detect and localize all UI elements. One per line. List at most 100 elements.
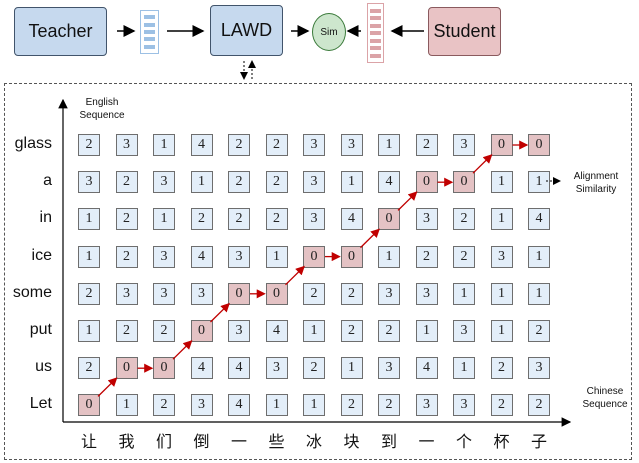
matrix-cell: 1 — [78, 208, 100, 231]
vector-slot — [143, 22, 156, 27]
matrix-cell: 2 — [415, 134, 438, 156]
teacher-vector-icon — [140, 10, 159, 54]
matrix-cell: 2 — [528, 394, 550, 417]
matrix-cell: 3 — [190, 394, 213, 417]
alignment-path-arrow — [210, 302, 230, 323]
matrix-cell: 2 — [265, 208, 288, 231]
matrix-cell: 4 — [190, 245, 213, 268]
matrix-cell: 3 — [303, 134, 325, 156]
matrix-cell: 1 — [453, 282, 475, 305]
matrix-cell: 3 — [228, 245, 250, 268]
chinese-token-label: 倒 — [193, 432, 210, 451]
alignment-path-arrow — [97, 377, 118, 397]
matrix-cell: 2 — [115, 320, 138, 342]
matrix-cell: 3 — [190, 282, 213, 305]
aligned-cell: 0 — [228, 282, 250, 305]
matrix-cell: 2 — [453, 208, 475, 231]
matrix-cell: 3 — [528, 357, 550, 380]
matrix-cell: 1 — [378, 245, 400, 268]
matrix-cell: 3 — [490, 245, 513, 268]
matrix-cell: 1 — [265, 394, 288, 417]
matrix-cell: 3 — [453, 320, 475, 342]
matrix-cell: 3 — [265, 357, 288, 380]
matrix-cell: 3 — [340, 134, 363, 156]
aligned-cell: 0 — [78, 394, 100, 417]
matrix-cell: 2 — [490, 394, 513, 417]
matrix-cell: 1 — [490, 282, 513, 305]
matrix-cell: 4 — [415, 357, 438, 380]
matrix-cell: 4 — [228, 357, 250, 380]
vector-slot — [143, 29, 156, 34]
matrix-cell: 2 — [228, 208, 250, 231]
side-label-line2: Similarity — [575, 184, 617, 195]
aligned-cell: 0 — [265, 282, 288, 305]
matrix-cell: 2 — [303, 357, 325, 380]
chinese-token-label: 到 — [380, 432, 397, 451]
matrix-cell: 4 — [228, 394, 250, 417]
matrix-cell: 3 — [378, 357, 400, 380]
matrix-cell: 3 — [228, 320, 250, 342]
english-token-label: Let — [29, 395, 52, 413]
y-label-line1: English — [85, 97, 119, 108]
matrix-cell: 1 — [115, 394, 138, 417]
aligned-cell: 0 — [453, 171, 475, 194]
matrix-cell: 2 — [340, 282, 363, 305]
matrix-cell: 1 — [490, 320, 513, 342]
aligned-cell: 0 — [490, 134, 513, 156]
student-box: Student — [428, 7, 501, 56]
matrix-cell: 2 — [190, 208, 213, 231]
aligned-cell: 0 — [190, 320, 213, 342]
matrix-cell: 2 — [303, 282, 325, 305]
matrix-cell: 3 — [115, 282, 138, 305]
matrix-cell: 4 — [190, 357, 213, 380]
matrix-cell: 1 — [453, 357, 475, 380]
matrix-cell: 3 — [453, 394, 475, 417]
vector-slot — [370, 23, 381, 28]
matrix-cell: 3 — [303, 171, 325, 194]
chinese-token-label: 杯 — [493, 432, 510, 451]
teacher-box: Teacher — [14, 7, 107, 56]
chinese-token-label: 们 — [155, 432, 172, 451]
sim-label: Sim — [320, 26, 338, 38]
matrix-cell: 2 — [378, 320, 400, 342]
matrix-cell: 1 — [78, 320, 100, 342]
aligned-cell: 0 — [115, 357, 138, 380]
matrix-cell: 2 — [453, 245, 475, 268]
english-token-label: a — [43, 172, 52, 190]
matrix-cell: 1 — [190, 171, 213, 194]
matrix-cell: 2 — [78, 357, 100, 380]
matrix-cell: 1 — [415, 320, 438, 342]
matrix-cell: 2 — [228, 134, 250, 156]
vector-slot — [143, 37, 156, 42]
english-token-label: in — [39, 209, 52, 227]
student-vector-icon — [367, 3, 384, 63]
matrix-cell: 1 — [340, 171, 363, 194]
sim-circle: Sim — [312, 13, 346, 51]
matrix-cell: 2 — [115, 208, 138, 231]
vector-slot — [370, 46, 381, 50]
matrix-cell: 4 — [340, 208, 363, 231]
matrix-cell: 3 — [415, 282, 438, 305]
aligned-cell: 0 — [415, 171, 438, 194]
alignment-path-arrow — [285, 265, 305, 286]
matrix-cell: 4 — [378, 171, 400, 194]
matrix-cell: 2 — [153, 320, 175, 342]
aligned-cell: 0 — [378, 208, 400, 231]
alignment-panel — [4, 83, 632, 460]
matrix-cell: 1 — [528, 282, 550, 305]
chinese-token-label: 让 — [80, 432, 97, 451]
vector-slot — [370, 8, 381, 13]
matrix-cell: 3 — [153, 282, 175, 305]
chinese-token-label: 我 — [118, 432, 135, 451]
matrix-cell: 1 — [528, 245, 550, 268]
matrix-cell: 1 — [303, 394, 325, 417]
english-token-label: some — [12, 283, 52, 301]
matrix-cell: 2 — [78, 134, 100, 156]
matrix-cell: 3 — [78, 171, 100, 194]
matrix-cell: 1 — [153, 134, 175, 156]
aligned-cell: 0 — [528, 134, 550, 156]
